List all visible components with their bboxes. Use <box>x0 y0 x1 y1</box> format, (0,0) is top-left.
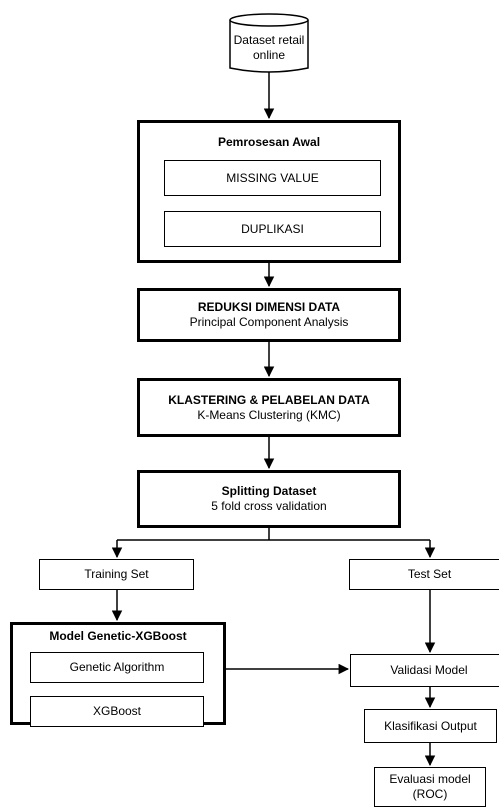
evaluation-node: Evaluasi model (ROC) <box>374 767 486 807</box>
reduction-title: REDUKSI DIMENSI DATA <box>197 300 341 314</box>
validation-label: Validasi Model <box>390 663 468 677</box>
dataset-node: Dataset retail online <box>231 29 307 67</box>
validation-node: Validasi Model <box>350 654 499 687</box>
preprocessing-step-missing-value: MISSING VALUE <box>164 160 381 196</box>
step-label: XGBoost <box>92 704 142 718</box>
splitting-node: Splitting Dataset 5 fold cross validatio… <box>137 470 401 528</box>
step-label: MISSING VALUE <box>226 170 319 185</box>
model-title: Model Genetic-XGBoost <box>49 629 187 643</box>
training-set-node: Training Set <box>39 559 194 590</box>
preprocessing-step-duplikasi: DUPLIKASI <box>164 211 381 247</box>
evaluation-label: Evaluasi model (ROC) <box>389 772 471 801</box>
clustering-node: KLASTERING & PELABELAN DATA K-Means Clus… <box>137 378 401 437</box>
dataset-cylinder <box>229 13 309 73</box>
classification-node: Klasifikasi Output <box>364 709 497 743</box>
splitting-subtitle: 5 fold cross validation <box>211 499 327 513</box>
reduction-subtitle: Principal Component Analysis <box>189 315 349 329</box>
test-set-label: Test Set <box>407 567 452 581</box>
preprocessing-title: Pemrosesan Awal <box>217 135 321 149</box>
test-set-node: Test Set <box>349 559 499 590</box>
model-step-xgboost: XGBoost <box>30 696 204 727</box>
reduction-node: REDUKSI DIMENSI DATA Principal Component… <box>137 288 401 342</box>
dataset-label: Dataset retail online <box>233 33 305 62</box>
model-step-genetic-algorithm: Genetic Algorithm <box>30 652 204 683</box>
training-set-label: Training Set <box>84 567 149 581</box>
step-label: Genetic Algorithm <box>69 660 165 674</box>
classification-label: Klasifikasi Output <box>384 718 477 733</box>
splitting-title: Splitting Dataset <box>221 484 317 498</box>
clustering-title: KLASTERING & PELABELAN DATA <box>168 392 370 407</box>
step-label: DUPLIKASI <box>241 221 304 236</box>
clustering-subtitle: K-Means Clustering (KMC) <box>197 407 341 422</box>
